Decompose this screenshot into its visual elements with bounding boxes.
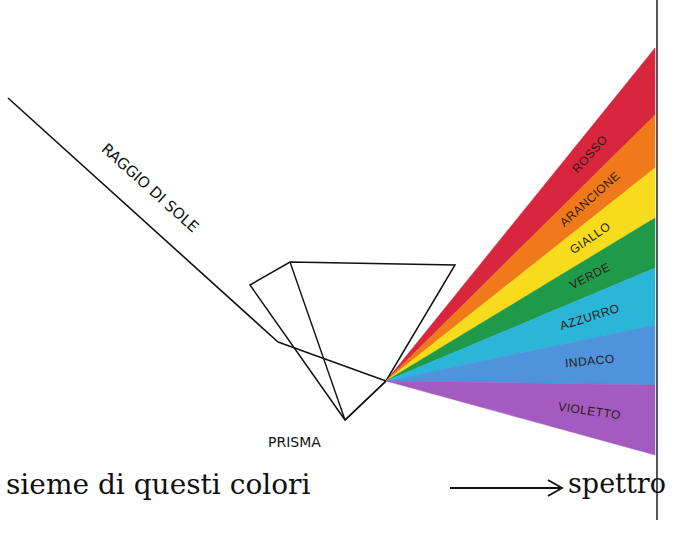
spectrum-band: VIOLETTO	[384, 379, 657, 457]
spectrum-band: INDACO	[384, 323, 657, 387]
handwritten-note: spettro	[568, 468, 666, 499]
ray-label: RAGGIO DI SOLE	[98, 140, 202, 236]
sun-ray	[8, 98, 278, 342]
arrow-line	[450, 487, 560, 489]
handwritten-note: sieme di questi colori	[6, 468, 310, 501]
screen-line	[656, 0, 657, 520]
arrow-head	[548, 480, 562, 496]
prism-edge	[290, 262, 345, 420]
prism-label: PRISMA	[268, 434, 321, 450]
prism-edge	[345, 381, 386, 420]
band-shape	[384, 323, 657, 387]
